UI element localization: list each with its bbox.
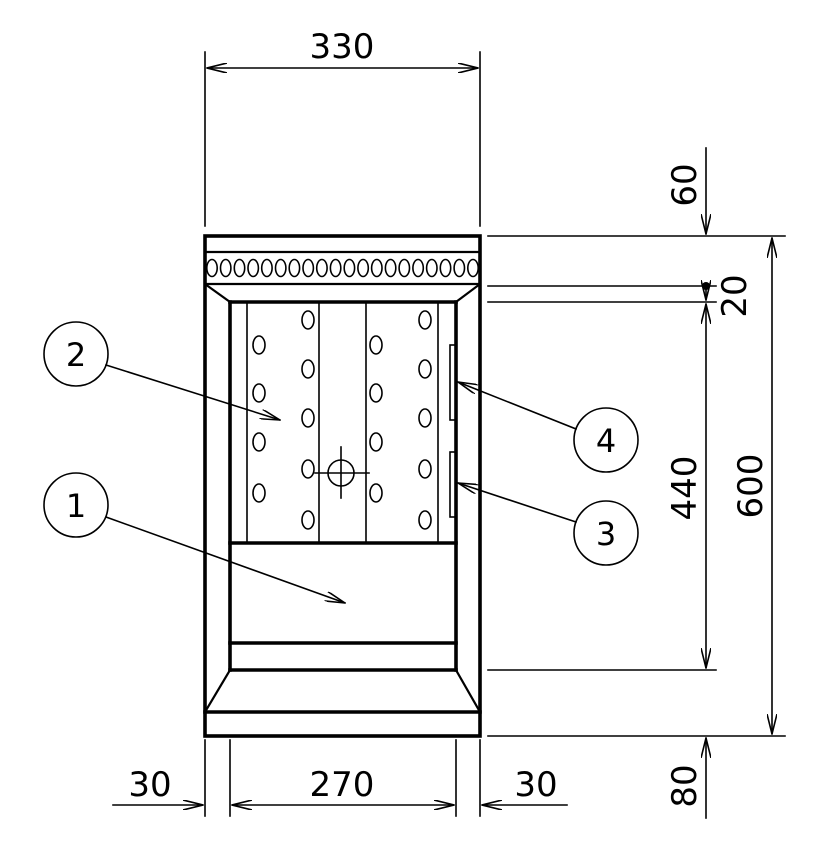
panel-hole [418,510,432,530]
panel-hole [301,310,315,330]
panel-hole [252,383,266,403]
bevel-top-left [203,282,232,304]
panel-hole [252,432,266,452]
louver-ring [315,258,328,278]
cabinet-outline [203,234,482,738]
louver-ring [453,258,466,278]
panel-hole [301,459,315,479]
panel-hole [369,383,383,403]
panel-hole [418,408,432,428]
bevel-bottom-right [454,668,482,714]
dim-30-left-label: 30 [128,765,171,805]
louver-ring [425,258,438,278]
louver-ring [288,258,301,278]
panel-hole [301,408,315,428]
callout-3: 3 [456,481,639,566]
callout-4-label: 4 [596,422,616,460]
louver-ring [439,258,452,278]
louver-ring [370,258,383,278]
cabinet [203,234,482,738]
louver-ring [329,258,342,278]
callout-4: 4 [456,380,639,473]
panel-hole [252,483,266,503]
hinge-upper [449,344,457,421]
louver-ring [466,258,479,278]
panel-hole [418,310,432,330]
callout-3-label: 3 [596,515,616,553]
louver-ring [206,258,219,278]
louver-ring [384,258,397,278]
hinge-lower [449,451,457,518]
louver-ring [247,258,260,278]
louver-ring [274,258,287,278]
callout-2: 2 [43,321,282,422]
louver-ring [398,258,411,278]
callout-1-label: 1 [66,487,86,525]
louver-ring [233,258,246,278]
panel-hole [301,359,315,379]
dim-bottom-chain: 30 270 30 [112,739,568,817]
dim-overall-width: 330 [204,27,481,227]
panel-hole [418,459,432,479]
dim-80-label: 80 [665,764,705,807]
dim-30-right-label: 30 [514,765,557,805]
dim-60-label: 60 [665,163,705,206]
dim-330-label: 330 [310,27,375,67]
panel-hole [418,359,432,379]
dim-20-label: 20 [715,274,755,317]
dim-600-label: 600 [731,454,771,519]
louver-ring [357,258,370,278]
panel-holes [252,310,432,530]
louver-ring [302,258,315,278]
dim-270-label: 270 [310,765,375,805]
louver-ring [412,258,425,278]
callout-2-label: 2 [66,336,86,374]
panel-hole [369,432,383,452]
bevel-bottom-left [203,668,232,714]
louver-rings [206,258,479,278]
panel-hole [369,483,383,503]
panel-hole [252,335,266,355]
dim-right-chain: 60 20 440 600 80 [487,147,786,819]
louver-ring [343,258,356,278]
dim-440-label: 440 [665,456,705,521]
louver-ring [219,258,232,278]
panel-hole [301,510,315,530]
callout-1: 1 [43,472,347,605]
bevel-top-right [454,282,482,304]
louver-ring [260,258,273,278]
panel-hole [369,335,383,355]
